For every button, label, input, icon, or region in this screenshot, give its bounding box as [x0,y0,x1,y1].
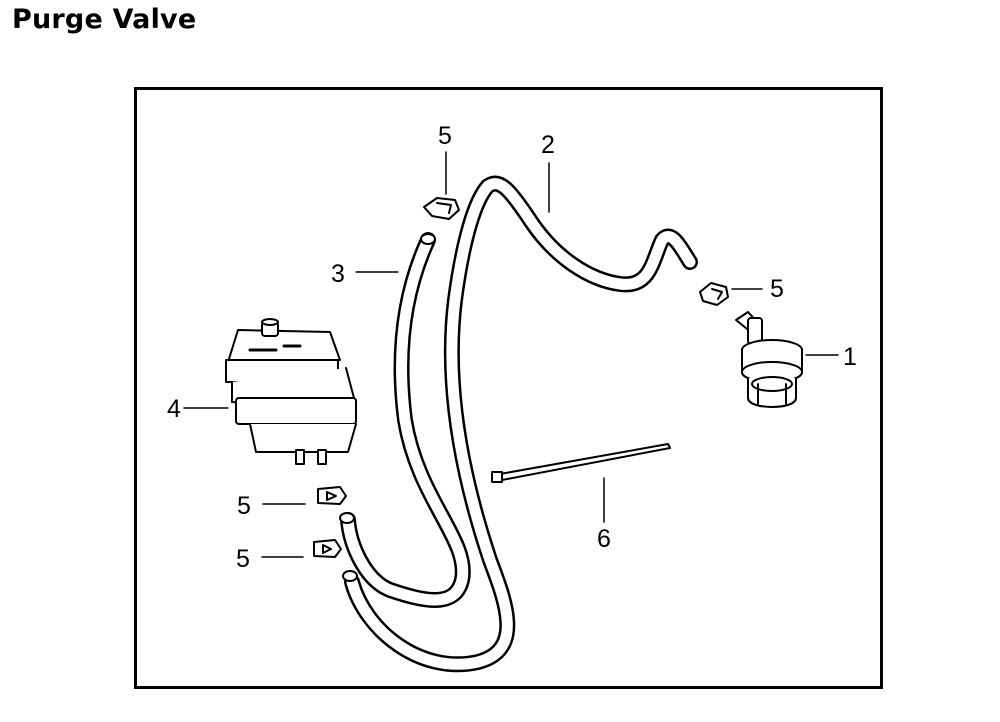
hose-2 [342,175,698,673]
leader-lines [183,151,839,558]
callout-part-4: 4 [167,395,181,423]
callout-part-6: 6 [597,525,611,553]
clamp-left-lower [313,539,342,558]
callout-part-5-left-lower: 5 [236,545,250,573]
callout-part-5-left-upper: 5 [237,492,251,520]
callout-part-2: 2 [541,131,555,159]
callout-part-5-top: 5 [438,122,452,150]
hose-3 [339,232,471,608]
cable-tie [491,443,671,483]
clamp-top [423,197,460,220]
page-title: Purge Valve [12,4,197,35]
callout-part-3: 3 [331,260,345,288]
clamp-right [699,282,729,306]
clamp-left-upper [317,486,347,505]
callout-part-1: 1 [843,343,857,371]
callout-part-5-right: 5 [770,275,784,303]
purge-valve [735,311,803,408]
canister [225,318,357,465]
